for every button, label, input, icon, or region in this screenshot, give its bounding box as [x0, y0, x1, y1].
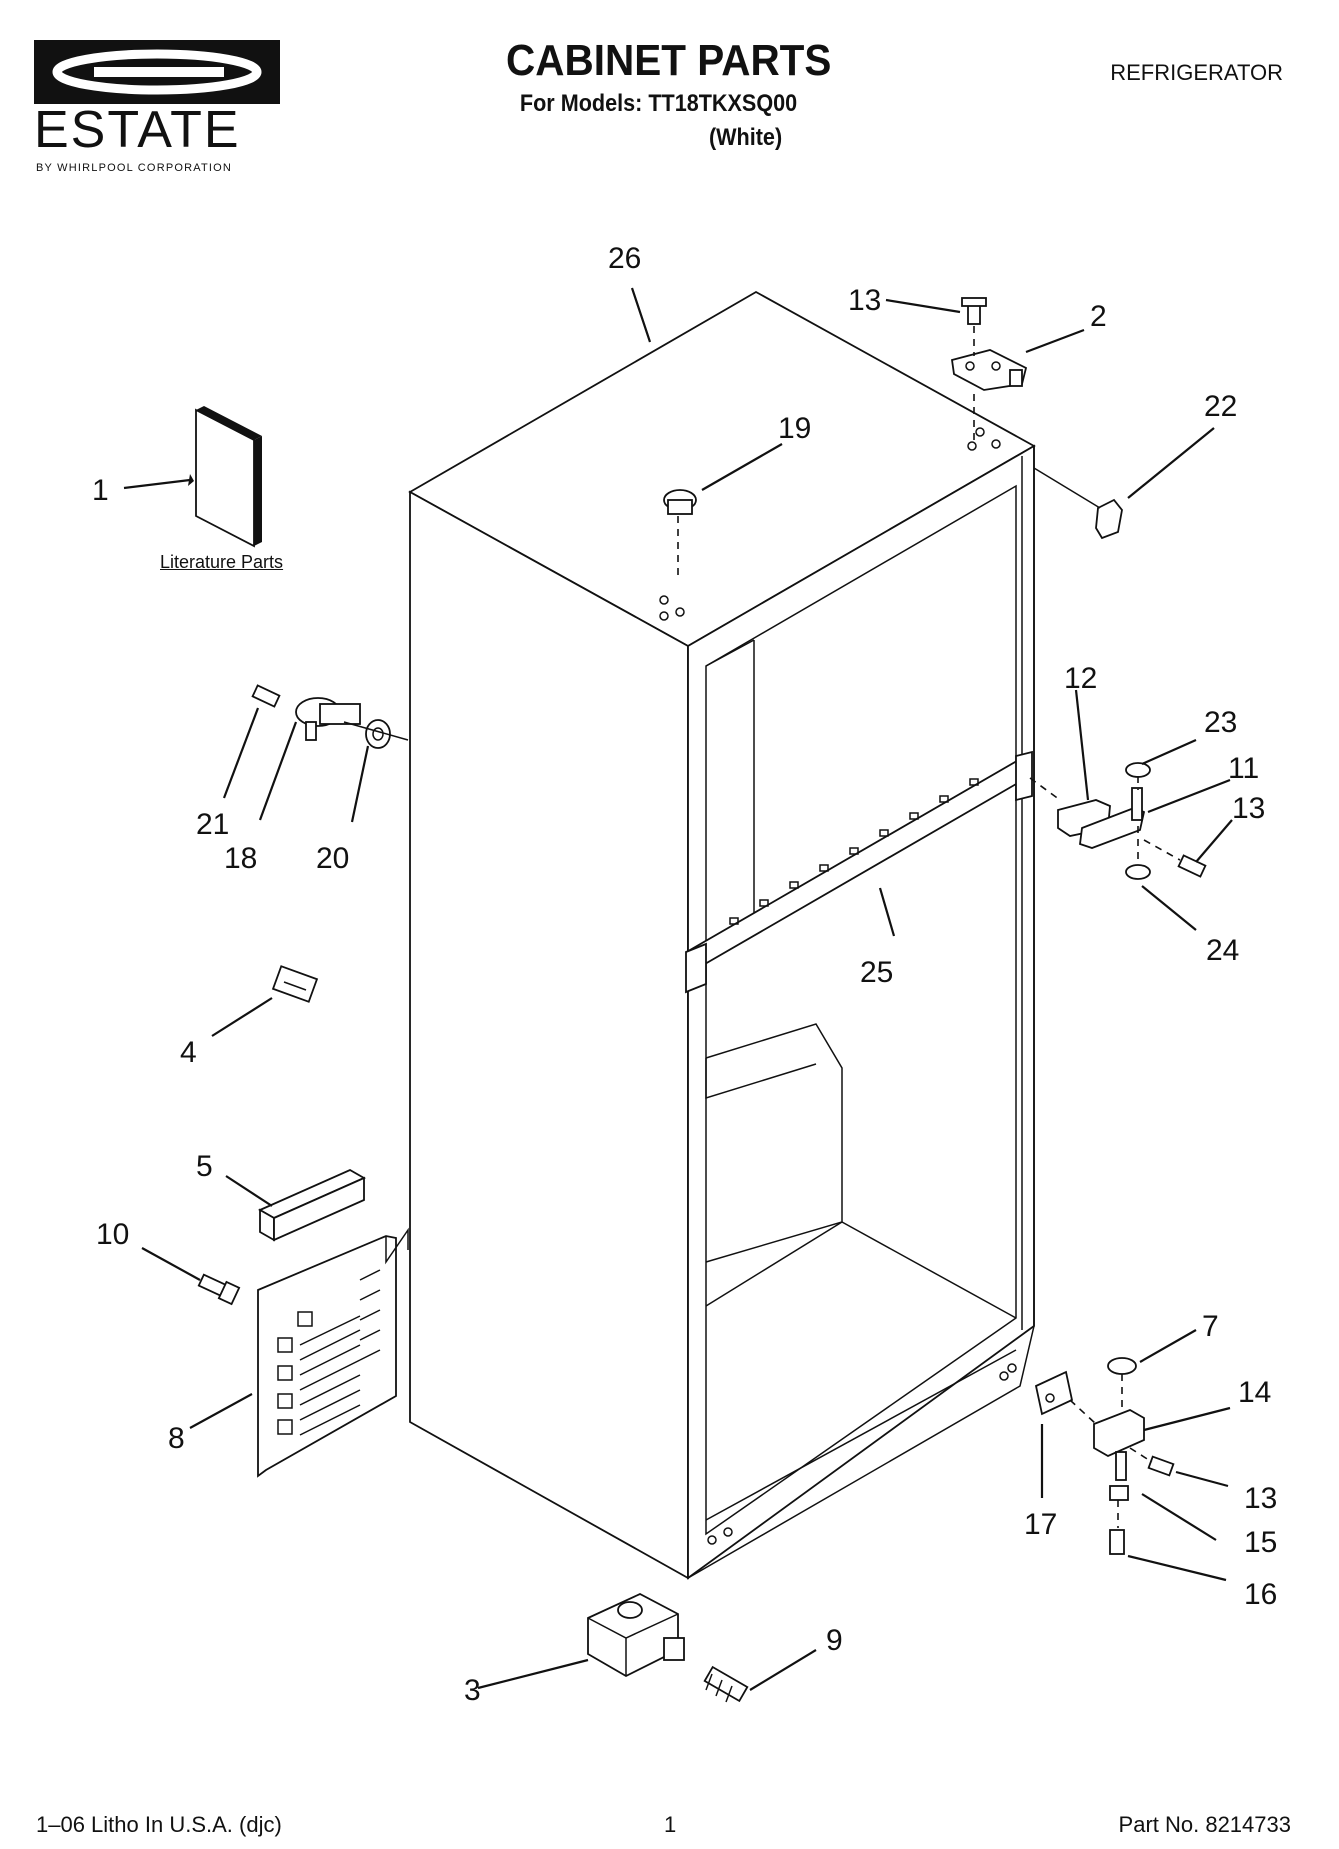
literature-book [195, 406, 262, 548]
spring [703, 1665, 749, 1703]
callout-10: 10 [96, 1218, 129, 1251]
callout-2: 2 [1090, 300, 1107, 333]
hinge-cover [1033, 467, 1123, 540]
callout-5: 5 [196, 1150, 213, 1183]
callout-7: 7 [1202, 1310, 1219, 1343]
cabinet-body [408, 290, 1036, 1580]
callout-16: 16 [1244, 1578, 1277, 1611]
callout-3: 3 [464, 1674, 481, 1707]
brand-subtitle: BY WHIRLPOOL CORPORATION [36, 162, 233, 174]
bottom-hinge [1034, 1357, 1175, 1555]
screw-10 [197, 1273, 241, 1306]
callout-13-bottom: 13 [1244, 1482, 1277, 1515]
callout-11: 11 [1228, 752, 1259, 785]
callout-19: 19 [778, 412, 811, 445]
clip [271, 965, 319, 1003]
plug [663, 489, 697, 580]
model-number: For Models: TT18TKXSQ00 [519, 90, 798, 117]
callout-12: 12 [1064, 662, 1097, 695]
model-color: (White) [708, 124, 783, 151]
callout-21: 21 [196, 808, 229, 841]
callout-24: 24 [1206, 934, 1239, 967]
product-category: REFRIGERATOR [1110, 60, 1283, 85]
callout-18: 18 [224, 842, 257, 875]
callout-17: 17 [1024, 1508, 1057, 1541]
hinge-pin-assembly [251, 684, 409, 749]
page-title: CABINET PARTS [506, 36, 832, 85]
callout-15: 15 [1244, 1526, 1277, 1559]
callout-20: 20 [316, 842, 349, 875]
callout-26: 26 [608, 242, 641, 275]
estate-logo-mark [34, 40, 280, 104]
callout-23: 23 [1204, 706, 1237, 739]
callout-13-top: 13 [848, 284, 881, 317]
litho-info: 1–06 Litho In U.S.A. (djc) [36, 1812, 282, 1837]
part-number: Part No. 8214733 [1118, 1812, 1291, 1837]
callout-1: 1 [92, 474, 109, 507]
brand-name: ESTATE [34, 101, 241, 159]
callout-9: 9 [826, 1624, 843, 1657]
mullion-rail [685, 750, 1033, 994]
middle-hinge [1029, 762, 1207, 880]
callout-22: 22 [1204, 390, 1237, 423]
leader-lines [123, 287, 1233, 1691]
callouts: 1 2 3 4 5 7 8 9 10 11 12 13 13 13 14 15 … [92, 242, 1277, 1707]
page-number: 1 [664, 1812, 677, 1837]
literature-parts-label: Literature Parts [160, 552, 284, 572]
rear-access-panel [257, 1227, 409, 1478]
callout-13-mid: 13 [1232, 792, 1265, 825]
callout-8: 8 [168, 1422, 185, 1455]
foam-strip [258, 1168, 366, 1242]
top-hinge [950, 297, 1028, 440]
callout-14: 14 [1238, 1376, 1271, 1409]
callout-25: 25 [860, 956, 893, 989]
leveling-bracket [587, 1592, 685, 1678]
callout-4: 4 [180, 1036, 197, 1069]
